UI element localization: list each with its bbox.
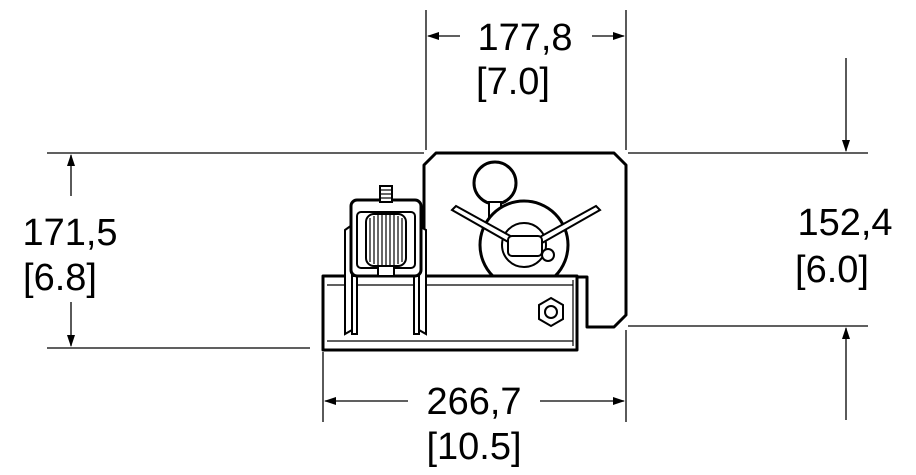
dim-top-in: [7.0]	[476, 61, 550, 103]
dimension-right: 152,4 [6.0]	[628, 58, 893, 420]
dim-bottom-mm: 266,7	[426, 381, 521, 423]
dim-top-mm: 177,8	[477, 17, 572, 59]
bracket-right-foot	[413, 275, 420, 335]
dimension-bottom: 266,7 [10.5]	[322, 330, 627, 468]
dimension-top: 177,8 [7.0]	[425, 10, 627, 150]
dim-right-mm: 152,4	[797, 202, 892, 244]
bottom-screw	[377, 265, 395, 277]
dimension-left: 171,5 [6.8]	[22, 152, 424, 349]
dim-left-mm: 171,5	[22, 212, 117, 254]
dim-left-in: [6.8]	[23, 257, 97, 299]
knob-ball	[472, 160, 518, 206]
mechanical-part	[321, 151, 628, 352]
collar-screw	[541, 248, 555, 262]
roller-knurl	[369, 215, 403, 265]
dim-right-in: [6.0]	[795, 249, 869, 291]
clamp-collar	[507, 235, 543, 257]
dim-bottom-in: [10.5]	[426, 426, 521, 468]
base-block	[321, 274, 579, 352]
hex-nut-bore	[544, 305, 558, 319]
bracket-left-foot	[351, 275, 358, 335]
